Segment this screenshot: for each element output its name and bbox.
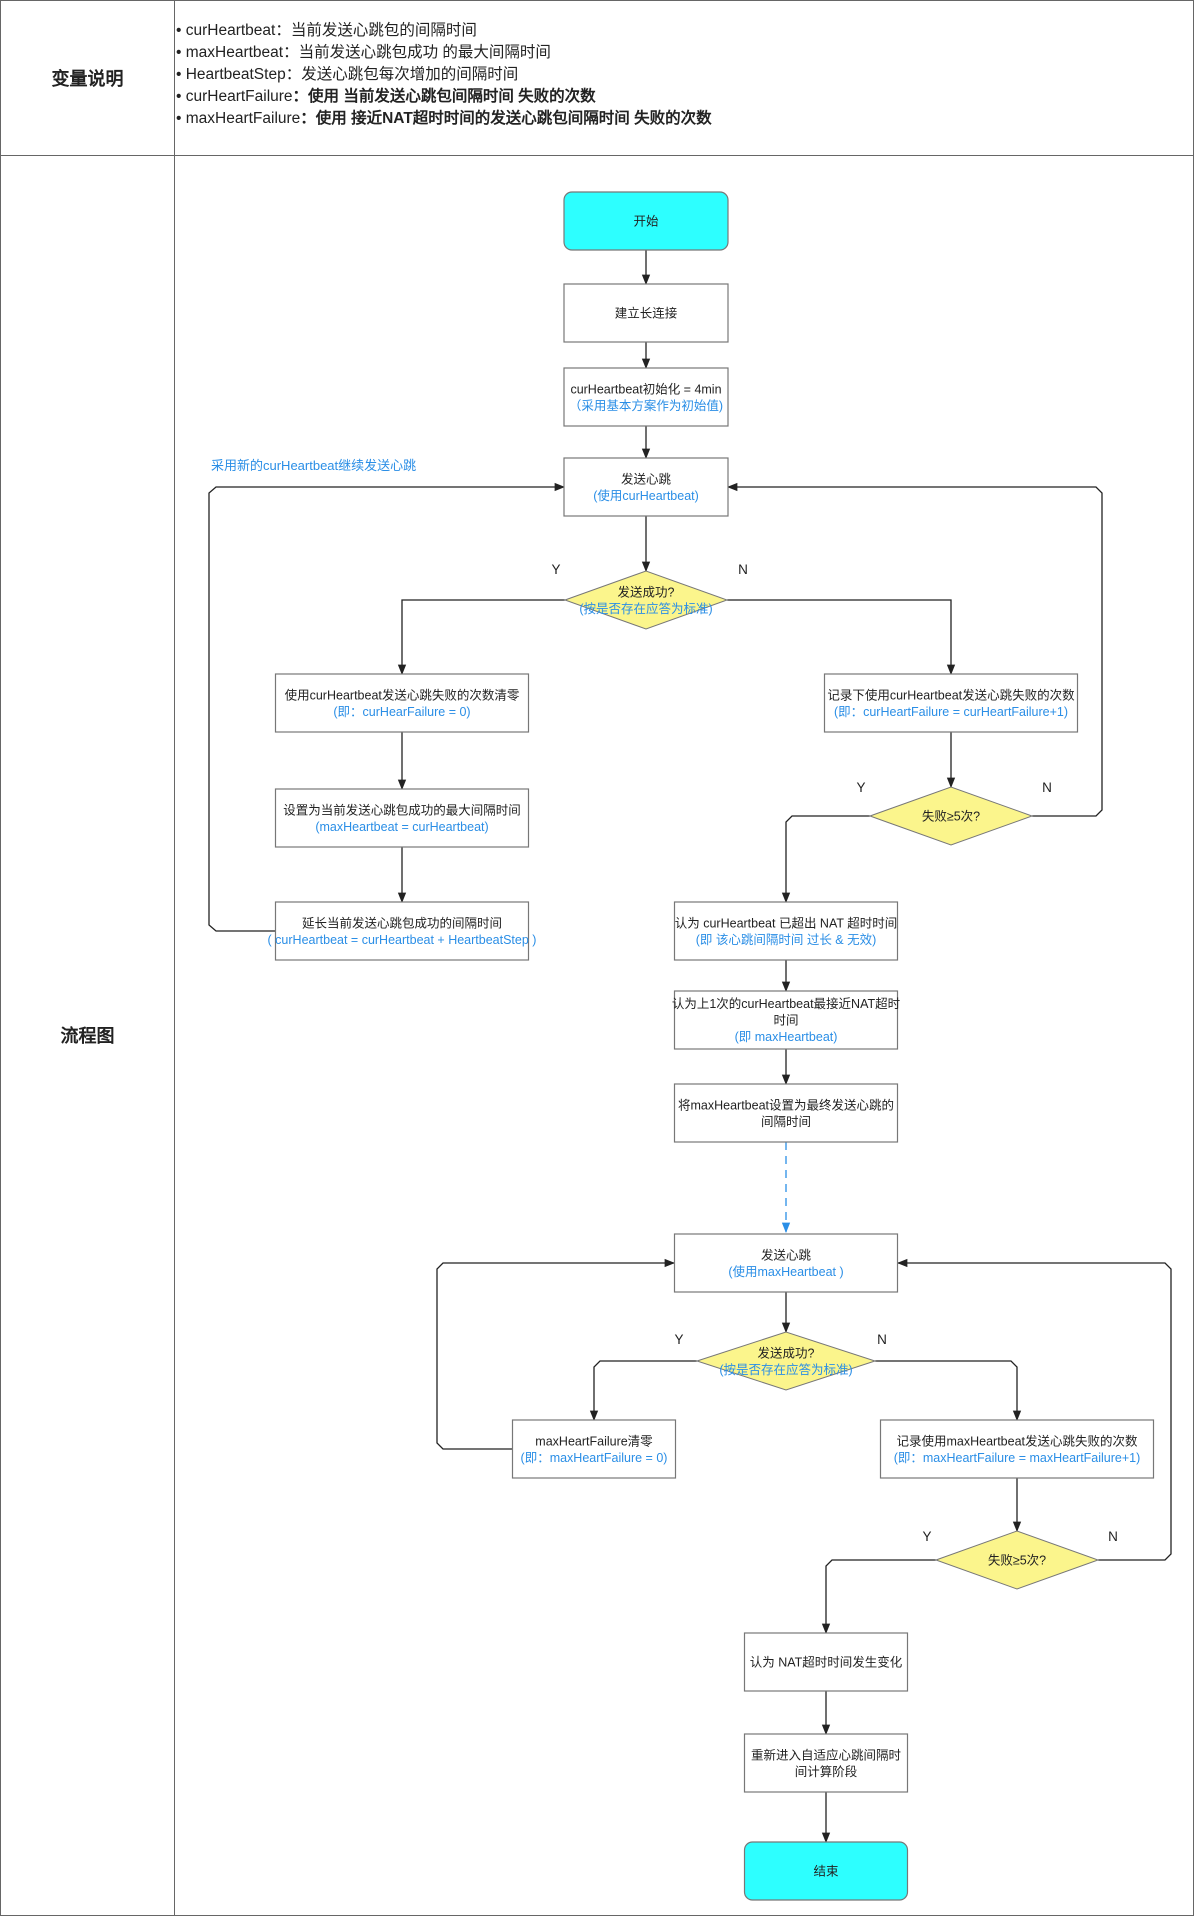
flow-edge	[896, 1258, 1172, 1561]
no-label: N	[1108, 1529, 1118, 1544]
loop-note: 采用新的curHeartbeat继续发送心跳	[211, 458, 416, 473]
flowchart-header: 流程图	[60, 1026, 115, 1047]
node-text: 设置为当前发送心跳包成功的最大间隔时间	[283, 802, 521, 817]
flow-edge	[589, 1360, 697, 1422]
flow-edge	[208, 482, 566, 932]
node-dec1: 发送成功? (按是否存在应答为标准)	[563, 570, 729, 630]
variables-header-cell: 变量说明	[0, 0, 175, 156]
node-text: 开始	[633, 215, 659, 229]
node-dec2: 失败≥5次?	[868, 786, 1034, 846]
no-label: N	[877, 1332, 887, 1347]
node-text: 认为 NAT超时时间发生变化	[750, 1655, 903, 1670]
node-text: 延长当前发送心跳包成功的间隔时间	[302, 915, 502, 930]
node-text: (即 maxHeartbeat)	[735, 1030, 838, 1044]
node-text: (按是否存在应答为标准)	[719, 1362, 852, 1377]
flow-labels: Y N Y N Y N Y N 采用新的curHeartbeat继续发送心跳	[211, 458, 1118, 1544]
node-text: 记录下使用curHeartbeat发送心跳失败的次数	[827, 687, 1075, 702]
node-text: 发送心跳	[621, 471, 672, 486]
flow-edge	[821, 1559, 936, 1635]
node-text: 将maxHeartbeat设置为最终发送心跳的	[678, 1097, 894, 1112]
yes-label: Y	[856, 780, 865, 795]
node-text: 建立长连接	[615, 306, 678, 321]
variables-header: 变量说明	[51, 69, 124, 89]
node-text: (使用curHeartbeat)	[593, 488, 699, 503]
node-text: (即 该心跳间隔时间 过长 & 无效)	[696, 932, 877, 947]
node-exceed: 认为 curHeartbeat 已超出 NAT 超时时间 (即 该心跳间隔时间 过…	[673, 901, 899, 961]
node-init: curHeartbeat初始化 = 4min （采用基本方案作为初始值)	[563, 367, 729, 427]
node-text: 发送成功?	[618, 584, 675, 599]
node-text: (即：curHeartFailure = curHeartFailure+1)	[834, 705, 1068, 719]
node-set-max: 设置为当前发送心跳包成功的最大间隔时间 (maxHeartbeat = curHe…	[274, 788, 530, 848]
node-text: maxHeartFailure清零	[535, 1434, 653, 1448]
variable-list: curHeartbeat：当前发送心跳包的间隔时间 maxHeartbeat：当…	[176, 20, 1176, 130]
node-text: 认为 curHeartbeat 已超出 NAT 超时时间	[675, 915, 898, 930]
node-text: 结束	[813, 1865, 839, 1879]
variable-item: curHeartbeat：当前发送心跳包的间隔时间	[176, 20, 1176, 42]
node-text: 间计算阶段	[795, 1764, 858, 1779]
node-max-record: 记录使用maxHeartbeat发送心跳失败的次数 (即：maxHeartFail…	[879, 1419, 1155, 1479]
node-text: 间隔时间	[761, 1115, 811, 1129]
node-text: 记录使用maxHeartbeat发送心跳失败的次数	[896, 1433, 1138, 1448]
node-end: 结束	[743, 1841, 909, 1901]
node-text: 失败≥5次?	[922, 809, 980, 824]
variable-item: maxHeartbeat：当前发送心跳包成功 的最大间隔时间	[176, 42, 1176, 64]
flow-edge	[436, 1258, 676, 1450]
no-label: N	[738, 562, 748, 577]
node-nat-change: 认为 NAT超时时间发生变化	[743, 1632, 909, 1692]
node-start: 开始	[563, 191, 729, 251]
node-text: 发送心跳	[761, 1247, 812, 1262]
yes-label: Y	[674, 1332, 683, 1347]
node-text: (即：maxHeartFailure = 0)	[521, 1451, 668, 1465]
node-text: 认为上1次的curHeartbeat最接近NAT超时	[672, 996, 901, 1011]
node-text: 重新进入自适应心跳间隔时	[751, 1747, 902, 1762]
node-text: 时间	[773, 1014, 798, 1028]
flow-edge	[781, 815, 870, 904]
node-text: (按是否存在应答为标准)	[579, 601, 712, 616]
flow-edges	[208, 250, 1172, 1844]
node-text: (使用maxHeartbeat )	[728, 1264, 843, 1279]
variable-item: curHeartFailure：使用 当前发送心跳包间隔时间 失败的次数	[176, 86, 1176, 108]
node-text: 使用curHeartbeat发送心跳失败的次数清零	[285, 687, 520, 702]
node-text: （采用基本方案作为初始值)	[569, 398, 723, 413]
node-text: curHeartbeat初始化 = 4min	[570, 382, 721, 396]
node-dec3: 发送成功? (按是否存在应答为标准)	[695, 1331, 877, 1391]
node-reset-fail: 使用curHeartbeat发送心跳失败的次数清零 (即：curHearFailu…	[274, 673, 530, 733]
node-max-reset: maxHeartFailure清零 (即：maxHeartFailure = 0)	[511, 1419, 677, 1479]
node-text: 失败≥5次?	[988, 1553, 1046, 1568]
node-connect: 建立长连接	[563, 283, 729, 343]
flow-edge	[397, 599, 565, 676]
flow-edge	[875, 1360, 1022, 1422]
variable-item: maxHeartFailure：使用 接近NAT超时时间的发送心跳包间隔时间 失…	[176, 108, 1176, 130]
flow-edge	[726, 482, 1103, 817]
yes-label: Y	[922, 1529, 931, 1544]
node-text: (即：maxHeartFailure = maxHeartFailure+1)	[894, 1451, 1141, 1465]
flow-edge	[727, 599, 956, 676]
variable-item: HeartbeatStep：发送心跳包每次增加的间隔时间	[176, 64, 1176, 86]
node-text: (maxHeartbeat = curHeartbeat)	[315, 820, 488, 834]
node-send2: 发送心跳 (使用maxHeartbeat )	[673, 1233, 899, 1293]
node-send1: 发送心跳 (使用curHeartbeat)	[563, 457, 729, 517]
node-text: (即：curHearFailure = 0)	[333, 705, 470, 719]
node-record-fail: 记录下使用curHeartbeat发送心跳失败的次数 (即：curHeartFai…	[823, 673, 1079, 733]
node-extend: 延长当前发送心跳包成功的间隔时间 ( curHeartbeat = curHear…	[268, 901, 537, 961]
node-text: ( curHeartbeat = curHeartbeat + Heartbea…	[268, 933, 537, 947]
node-dec4: 失败≥5次?	[934, 1530, 1100, 1590]
no-label: N	[1042, 780, 1052, 795]
node-text: 发送成功?	[758, 1345, 815, 1360]
yes-label: Y	[551, 562, 560, 577]
